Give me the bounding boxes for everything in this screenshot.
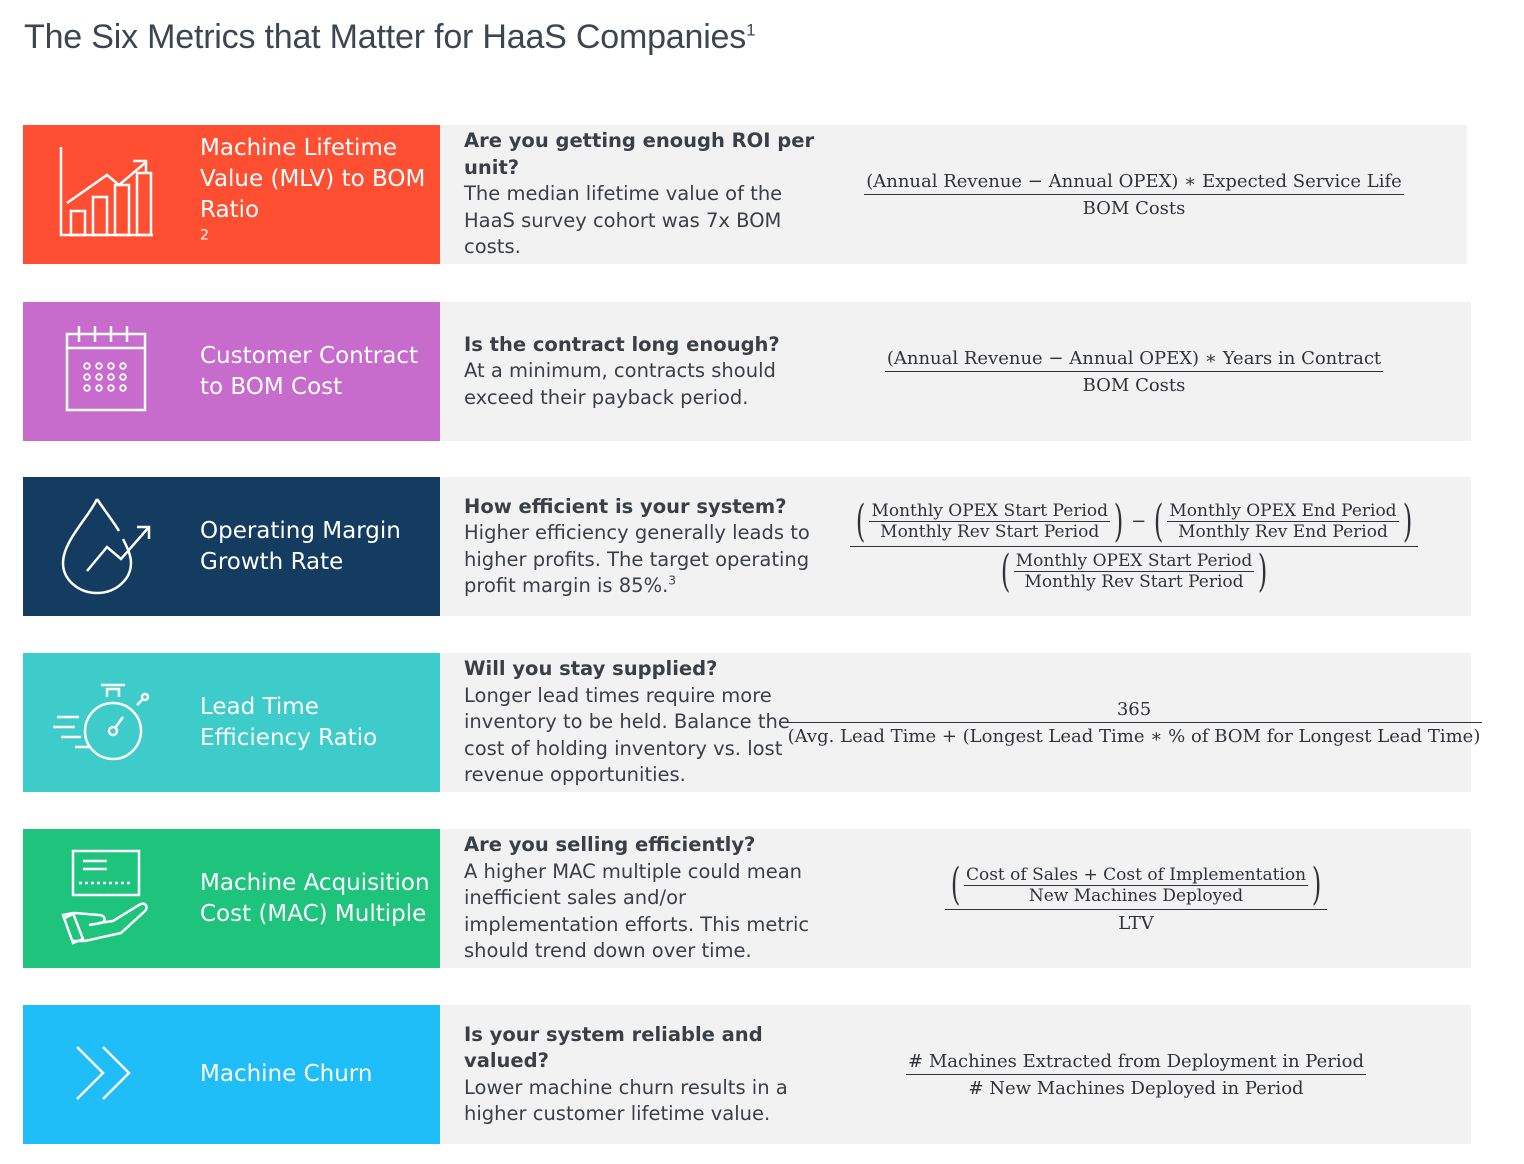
metric-question: Is the contract long enough? [464, 332, 780, 356]
metric-answer: At a minimum, contracts should exceed th… [464, 359, 776, 409]
metric-tile: Lead Time Efficiency Ratio [23, 653, 440, 792]
metric-label: Machine Lifetime Value (MLV) to BOM Rati… [200, 134, 426, 243]
metric-label: Machine Churn [200, 1061, 373, 1087]
metric-label: Lead Time Efficiency Ratio [200, 693, 378, 751]
formula-fraction: (Annual Revenue − Annual OPEX) ∗ Years i… [884, 348, 1384, 396]
metric-row-mlv: Machine Lifetime Value (MLV) to BOM Rati… [23, 125, 1467, 264]
metric-panel: Are you getting enough ROI per unit? The… [440, 125, 1467, 264]
metric-row-churn: Machine Churn Is your system reliable an… [23, 1005, 1471, 1144]
metric-formula: 365 (Avg. Lead Time + (Longest Lead Time… [785, 653, 1483, 792]
double-chevron-icon [49, 1025, 159, 1125]
metric-tile: Machine Lifetime Value (MLV) to BOM Rati… [23, 125, 440, 264]
metric-row-mac: Machine Acquisition Cost (MAC) Multiple … [23, 829, 1471, 968]
metric-description: Is your system reliable and valued? Lowe… [464, 1005, 824, 1144]
calendar-icon [49, 322, 159, 422]
metric-row-margin: Operating Margin Growth Rate How efficie… [23, 477, 1471, 616]
metric-answer: A higher MAC multiple could mean ineffic… [464, 859, 810, 963]
metric-label: Operating Margin Growth Rate [200, 517, 401, 575]
formula-fraction: (Annual Revenue − Annual OPEX) ∗ Expecte… [864, 171, 1404, 219]
formula-numerator: (Annual Revenue − Annual OPEX) ∗ Years i… [884, 348, 1384, 372]
metric-description: Are you selling efficiently? A higher MA… [464, 829, 824, 968]
metric-answer: Higher efficiency generally leads to hig… [464, 521, 810, 597]
hand-card-icon [49, 849, 159, 949]
metric-panel: How efficient is your system? Higher eff… [440, 477, 1471, 616]
metric-question: Are you selling efficiently? [464, 833, 756, 857]
metric-row-contract: Customer Contract to BOM Cost Is the con… [23, 302, 1471, 441]
metric-tile: Machine Acquisition Cost (MAC) Multiple [23, 829, 440, 968]
metric-tile: Operating Margin Growth Rate [23, 477, 440, 616]
metric-formula: # Machines Extracted from Deployment in … [860, 1005, 1412, 1144]
formula-denominator: BOM Costs [1082, 197, 1186, 219]
metric-answer: The median lifetime value of the HaaS su… [464, 182, 783, 259]
formula-denominator: BOM Costs [1082, 374, 1186, 396]
formula-fraction: # Machines Extracted from Deployment in … [906, 1051, 1366, 1099]
formula-numerator: # Machines Extracted from Deployment in … [906, 1051, 1366, 1075]
formula-denominator: (Avg. Lead Time + (Longest Lead Time ∗ %… [787, 725, 1481, 747]
metric-tile: Machine Churn [23, 1005, 440, 1144]
metric-question: Is your system reliable and valued? [464, 1022, 763, 1073]
metric-formula: (Annual Revenue − Annual OPEX) ∗ Years i… [860, 302, 1408, 441]
metric-description: Is the contract long enough? At a minimu… [464, 302, 824, 441]
metric-question: Will you stay supplied? [464, 657, 718, 681]
metric-question: Are you getting enough ROI per unit? [464, 129, 815, 179]
metric-description: Will you stay supplied? Longer lead time… [464, 653, 794, 792]
metric-answer: Lower machine churn results in a higher … [464, 1075, 788, 1126]
metric-description: How efficient is your system? Higher eff… [464, 477, 824, 616]
metric-label: Machine Acquisition Cost (MAC) Multiple [200, 869, 430, 927]
metric-formula: (Annual Revenue − Annual OPEX) ∗ Expecte… [860, 125, 1408, 264]
formula-numerator: 365 [785, 699, 1483, 723]
bar-chart-growth-icon [49, 145, 159, 245]
metric-answer: Longer lead times require more inventory… [464, 683, 790, 787]
metric-panel: Is the contract long enough? At a minimu… [440, 302, 1471, 441]
formula-fraction: 365 (Avg. Lead Time + (Longest Lead Time… [785, 699, 1483, 747]
formula-denominator: LTV [1118, 913, 1154, 934]
stopwatch-icon [49, 673, 159, 773]
page-title: The Six Metrics that Matter for HaaS Com… [24, 18, 756, 56]
formula-numerator: (Annual Revenue − Annual OPEX) ∗ Expecte… [864, 171, 1404, 195]
metric-description: Are you getting enough ROI per unit? The… [464, 125, 824, 264]
title-footnote: 1 [746, 20, 756, 40]
metric-panel: Will you stay supplied? Longer lead time… [440, 653, 1483, 792]
metric-tile: Customer Contract to BOM Cost [23, 302, 440, 441]
metric-row-lead-time: Lead Time Efficiency Ratio Will you stay… [23, 653, 1483, 792]
metric-label: Customer Contract to BOM Cost [200, 342, 418, 400]
drop-trend-icon [49, 497, 159, 597]
metric-panel: Is your system reliable and valued? Lowe… [440, 1005, 1471, 1144]
formula-denominator: # New Machines Deployed in Period [968, 1077, 1304, 1099]
metric-panel: Are you selling efficiently? A higher MA… [440, 829, 1471, 968]
metric-question: How efficient is your system? [464, 494, 787, 518]
